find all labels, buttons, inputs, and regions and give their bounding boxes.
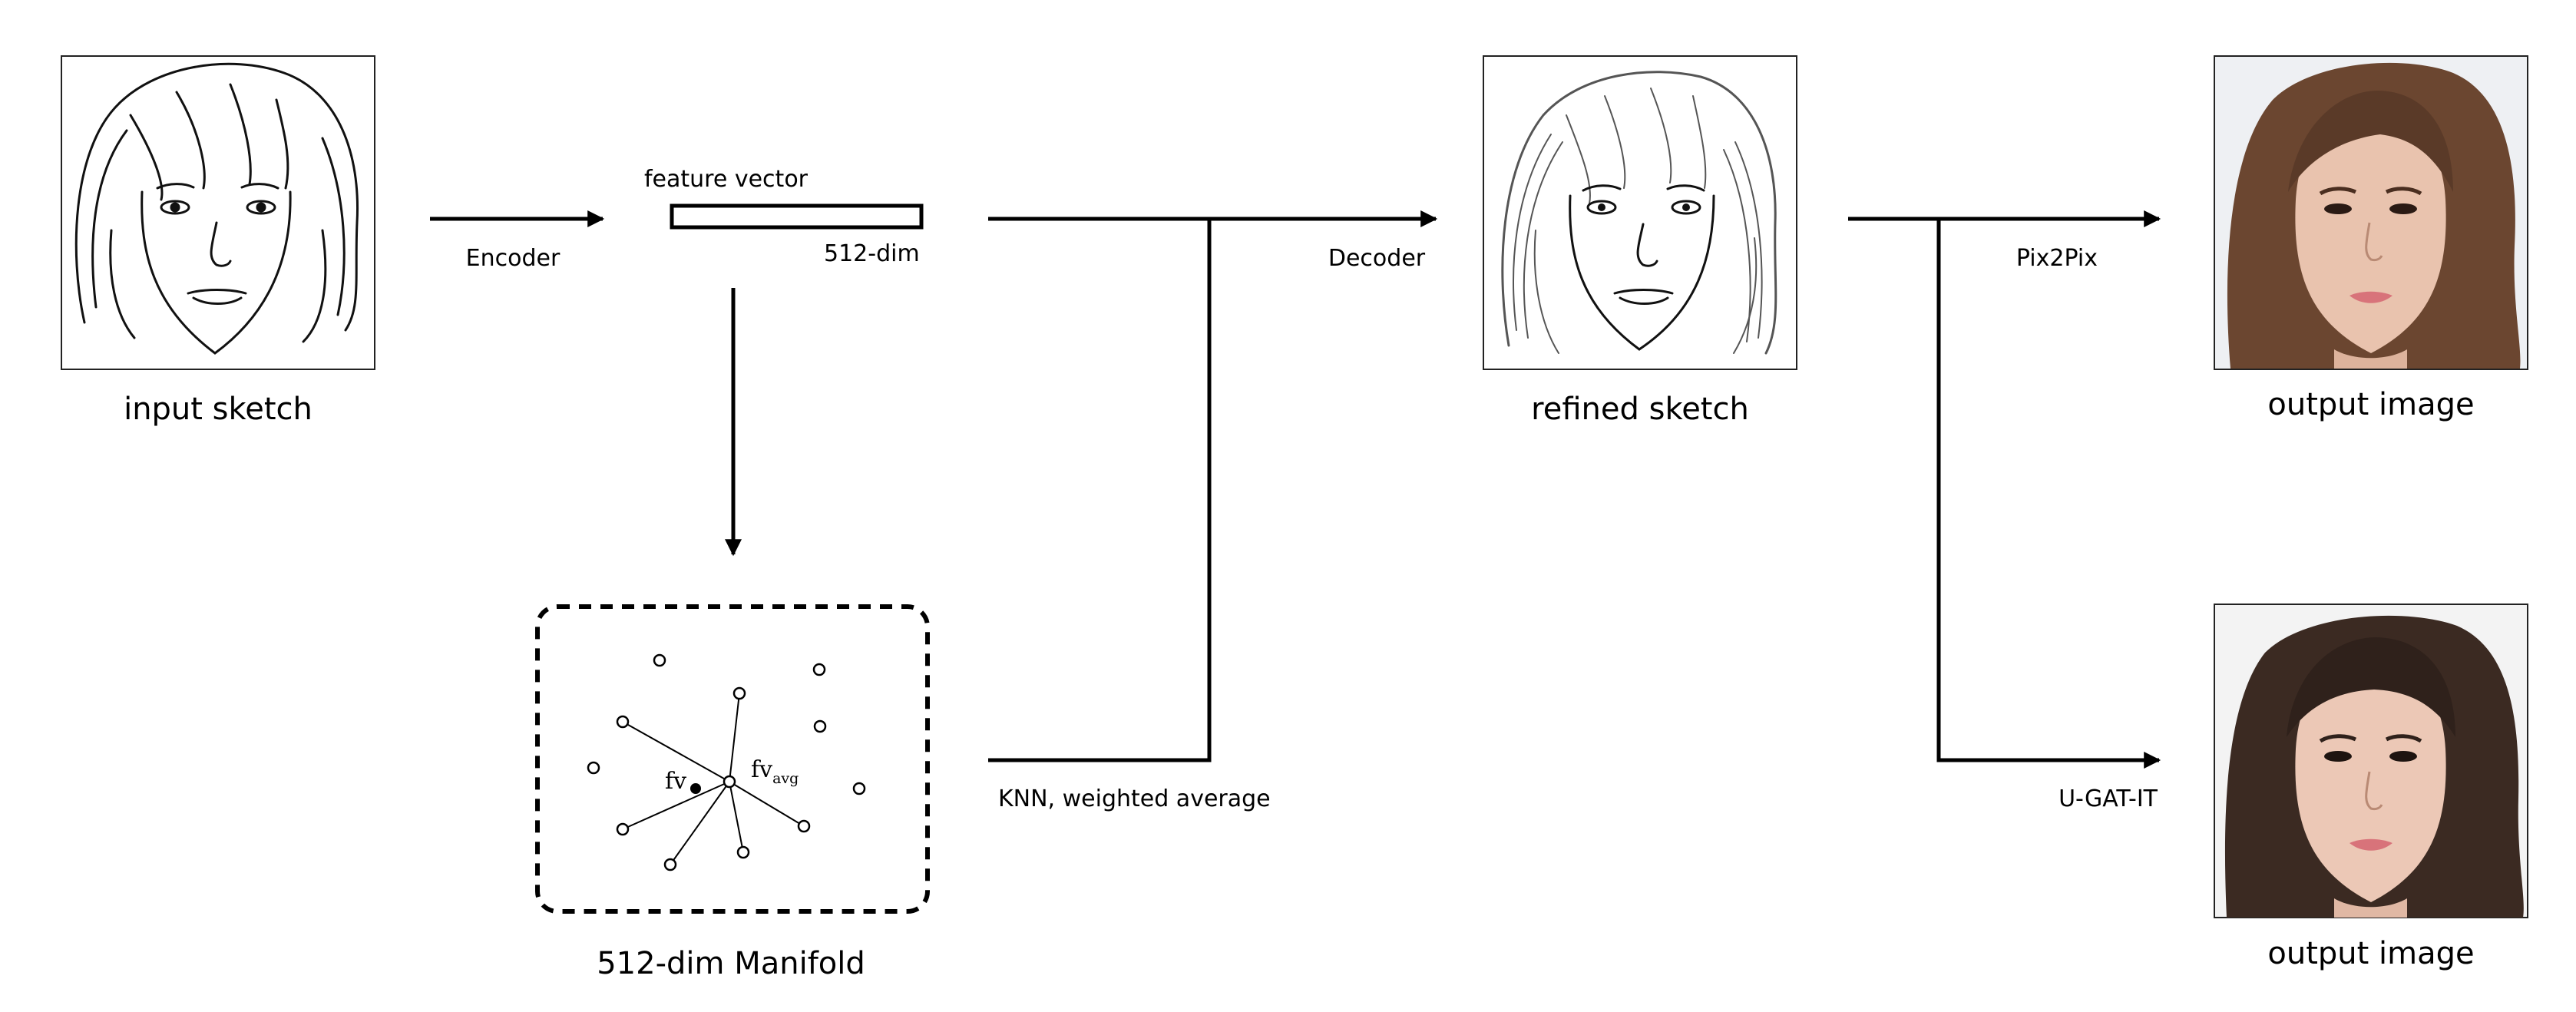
feature-vector: feature vector 512-dim — [644, 166, 924, 267]
fv-avg-label: fvavg — [751, 756, 799, 787]
refined-sketch-panel: refined sketch — [1483, 55, 1797, 427]
ugatit-label: U-GAT-IT — [2058, 785, 2158, 812]
face-photo-icon — [2224, 615, 2524, 918]
manifold-points — [587, 653, 866, 871]
output-image-top-caption: output image — [2267, 387, 2474, 422]
input-sketch-caption: input sketch — [124, 392, 312, 427]
manifold-point — [616, 715, 630, 729]
manifold-boundary — [535, 604, 930, 914]
knn-connector — [988, 219, 1212, 762]
manifold-point — [732, 686, 746, 700]
refined-sketch-frame — [1483, 55, 1797, 370]
manifold-point — [812, 663, 826, 676]
pix2pix-label: Pix2Pix — [2016, 245, 2098, 272]
knn-label: KNN, weighted average — [998, 785, 1271, 812]
fv-label: fv — [665, 768, 686, 795]
refined-sketch-caption: refined sketch — [1531, 392, 1749, 427]
feature-vector-title: feature vector — [644, 166, 809, 193]
output-image-bottom-caption: output image — [2267, 936, 2474, 971]
output-image-bottom-panel: output image — [2214, 604, 2528, 971]
face-sketch-icon — [1501, 71, 1777, 355]
neighbor-links — [622, 693, 805, 865]
manifold-caption: 512-dim Manifold — [597, 946, 865, 981]
manifold-point — [813, 719, 827, 733]
manifold-point — [852, 782, 866, 795]
feature-vector-dim: 512-dim — [824, 240, 920, 267]
output-image-top-panel: output image — [2214, 55, 2528, 422]
fv-point — [690, 783, 701, 794]
manifold-point — [616, 822, 630, 836]
manifold-point — [663, 858, 677, 871]
ugatit-arrow — [1936, 219, 2161, 769]
manifold-point — [587, 761, 600, 775]
manifold-point — [653, 653, 666, 667]
manifold-panel: fv fvavg 512-dim Manifold — [535, 604, 930, 981]
encoder-label: Encoder — [466, 245, 561, 272]
feature-vector-bar — [670, 203, 924, 230]
face-sketch-icon — [74, 62, 359, 355]
face-photo-icon — [2227, 62, 2521, 369]
fv-avg-point — [723, 775, 736, 789]
decoder-label: Decoder — [1328, 245, 1426, 272]
manifold-point — [736, 845, 750, 859]
input-sketch-panel: input sketch — [61, 55, 375, 427]
manifold-point — [797, 819, 811, 833]
